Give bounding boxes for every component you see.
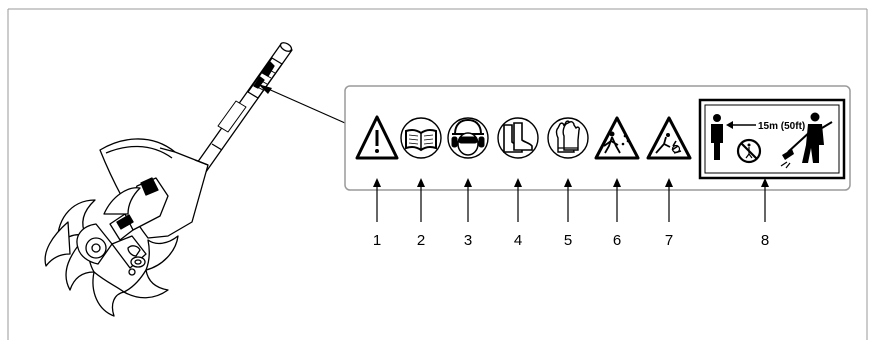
- callout-arrowhead-7: [665, 178, 673, 187]
- callout-number-1: 1: [373, 232, 381, 249]
- callout-arrowhead-1: [373, 178, 381, 187]
- callout-arrowhead-4: [514, 178, 522, 187]
- callout-group: 1 2 3 4 5 6 7 8: [373, 178, 769, 249]
- callout-number-8: 8: [761, 232, 769, 249]
- callout-arrowhead-8: [761, 178, 769, 187]
- leader-line: [265, 87, 346, 124]
- callout-number-3: 3: [464, 232, 472, 249]
- distance-label: 15m (50ft): [758, 121, 805, 132]
- thrown-objects-icon: [594, 116, 640, 160]
- callout-number-7: 7: [665, 232, 673, 249]
- bystander-distance-icon: 15m (50ft): [698, 98, 846, 180]
- callout-number-5: 5: [564, 232, 572, 249]
- rotating-tines-icon: [646, 116, 692, 160]
- callout-number-6: 6: [613, 232, 621, 249]
- callout-number-4: 4: [514, 232, 522, 249]
- callout-arrowhead-2: [417, 178, 425, 187]
- callout-number-2: 2: [417, 232, 425, 249]
- leader-arrowhead: [258, 84, 272, 94]
- callout-arrowhead-3: [464, 178, 472, 187]
- callout-arrowhead-5: [564, 178, 572, 187]
- gloves-icon: [547, 117, 589, 159]
- callout-arrowhead-6: [613, 178, 621, 187]
- warning-icon: [355, 115, 399, 160]
- read-manual-icon: [400, 117, 442, 159]
- cultivator-illustration: [44, 42, 293, 317]
- shaft-decal-band: [247, 57, 283, 99]
- head-protection-icon: [447, 117, 489, 159]
- safety-boots-icon: [497, 117, 539, 159]
